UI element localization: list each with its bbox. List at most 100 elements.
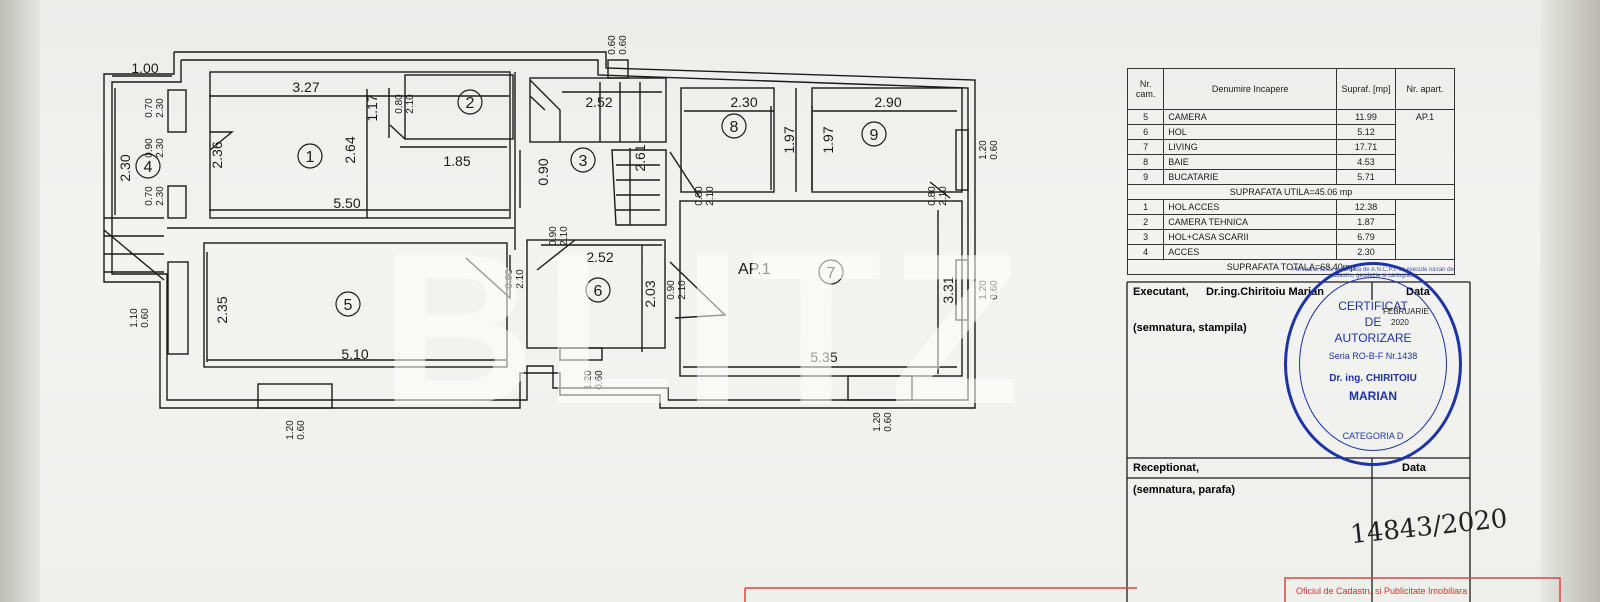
stamp-name-2: MARIAN xyxy=(1349,389,1397,403)
dim-2-30-e: 2.30 xyxy=(155,186,166,206)
row-name: ACCES xyxy=(1163,244,1338,260)
dim-2-10-b: 2.10 xyxy=(559,226,570,246)
row-nr: 5 xyxy=(1126,109,1165,125)
util-area-total: SUPRAFATA UTILA=45.06 mp xyxy=(1127,184,1455,200)
dim-1-20-d: 1.20 xyxy=(285,420,296,440)
table-row: 7 LIVING 17.71 xyxy=(1126,139,1455,155)
dim-3-31: 3.31 xyxy=(940,276,956,303)
dim-2-52-b: 2.52 xyxy=(586,249,613,265)
dim-1-00: 1.00 xyxy=(131,60,158,76)
dim-0-60-top2: 0.60 xyxy=(618,35,629,55)
row-nr: 6 xyxy=(1126,124,1165,140)
row-nr: 4 xyxy=(1126,244,1165,260)
stamp-ring-text: Persoana fizica autorizata de A.N.C.P.I.… xyxy=(1292,267,1454,279)
dim-2-10-d: 2.10 xyxy=(938,186,949,206)
row-area: 2.30 xyxy=(1336,244,1396,260)
room-number-7: 7 xyxy=(827,265,836,282)
dim-2-30-left: 2.30 xyxy=(117,154,133,181)
header-suprafata: Supraf. [mp] xyxy=(1336,68,1396,110)
room-number-4: 4 xyxy=(144,159,153,176)
stamp-date-year: 2020 xyxy=(1391,318,1409,327)
dim-0-60-f: 0.60 xyxy=(883,412,894,432)
row-nr: 7 xyxy=(1126,139,1165,155)
row-area: 12.38 xyxy=(1336,199,1396,215)
row-name: BUCATARIE xyxy=(1163,169,1338,185)
row-nr: 2 xyxy=(1126,214,1165,230)
row-name: BAIE xyxy=(1163,154,1338,170)
dim-0-70-b: 0.70 xyxy=(144,186,155,206)
paper-left-edge xyxy=(0,0,40,602)
header-denumire: Denumire Incapere xyxy=(1163,68,1338,110)
row-nr: 1 xyxy=(1126,199,1165,215)
dim-1-20-a: 1.20 xyxy=(978,140,989,160)
dim-0-60-c: 0.60 xyxy=(140,308,151,328)
dim-1-97-b: 1.97 xyxy=(820,126,836,153)
signature-stamp-label: (semnatura, stampila) xyxy=(1133,322,1247,334)
legend-table: Nr. cam. Denumire Incapere Supraf. [mp] … xyxy=(1126,68,1456,275)
authorization-stamp: CERTIFICAT DE AUTORIZARE FEBRUARIE 2020 … xyxy=(1284,262,1462,466)
table-row: 5 CAMERA 11.99 AP.1 xyxy=(1126,109,1456,185)
row-ap-empty xyxy=(1394,199,1456,260)
room-number-1: 1 xyxy=(306,149,315,166)
dim-1-20-b: 1.20 xyxy=(978,280,989,300)
stamp-inner-ring xyxy=(1299,277,1447,451)
executant-name: Dr.ing.Chiritoiu Marian xyxy=(1206,286,1324,298)
data-label-2: Data xyxy=(1402,462,1426,474)
dim-2-30-b: 2.30 xyxy=(155,98,166,118)
dim-1-17: 1.17 xyxy=(364,94,380,121)
dim-3-27: 3.27 xyxy=(292,79,319,95)
row-area: 11.99 xyxy=(1336,109,1396,125)
dim-0-90-stair: 0.90 xyxy=(535,158,551,185)
header-apart: Nr. apart. xyxy=(1394,68,1456,110)
dim-2-10-a: 2.10 xyxy=(405,94,416,114)
dim-0-60-d: 0.60 xyxy=(594,370,605,390)
dim-2-10-f: 2.10 xyxy=(677,280,688,300)
dim-0-60-b: 0.60 xyxy=(989,280,1000,300)
row-area: 1.87 xyxy=(1336,214,1396,230)
stamp-line-3: AUTORIZARE xyxy=(1334,331,1412,345)
dim-2-30-d: 2.30 xyxy=(155,138,166,158)
dim-5-10: 5.10 xyxy=(341,346,368,362)
table-row: 1 HOL ACCES 12.38 xyxy=(1126,199,1456,260)
dim-5-35: 5.35 xyxy=(810,349,837,365)
cadastre-office-label: Oficiul de Cadastru si Publicitate Imobi… xyxy=(1296,586,1468,596)
dim-1-10: 1.10 xyxy=(129,308,140,328)
row-ap: AP.1 xyxy=(1394,109,1456,185)
dim-0-60-e: 0.60 xyxy=(296,420,307,440)
room-number-9: 9 xyxy=(870,127,879,144)
paper-right-edge xyxy=(1540,0,1600,602)
dim-2-10-e: 2.10 xyxy=(515,269,526,289)
dim-1-20-e: 1.20 xyxy=(872,412,883,432)
dim-2-30: 2.30 xyxy=(730,94,757,110)
dim-0-90-e: 0.90 xyxy=(666,280,677,300)
signature-parafa-label: (semnatura, parafa) xyxy=(1133,484,1236,496)
room-number-3: 3 xyxy=(579,153,588,170)
dim-1-20-c: 1.20 xyxy=(583,370,594,390)
dim-1-97-a: 1.97 xyxy=(781,126,797,153)
dim-0-80-a: 0.80 xyxy=(394,94,405,114)
stamp-category: CATEGORIA D xyxy=(1342,431,1404,441)
row-name: CAMERA TEHNICA xyxy=(1163,214,1338,230)
row-area: 5.12 xyxy=(1336,124,1396,140)
apartment-label: AP.1 xyxy=(738,261,771,278)
dim-0-60-top: 0.60 xyxy=(607,35,618,55)
row-area: 4.53 xyxy=(1336,154,1396,170)
stamp-line-2: DE xyxy=(1364,315,1382,329)
dim-2-52-top: 2.52 xyxy=(585,94,612,110)
dim-2-90: 2.90 xyxy=(874,94,901,110)
header-nr: Nr. cam. xyxy=(1126,68,1165,110)
table-row: 2 CAMERA TEHNICA 1.87 xyxy=(1126,214,1455,230)
dim-0-80-b: 0.80 xyxy=(694,186,705,206)
dim-2-61: 2.61 xyxy=(632,144,648,171)
stamp-serie: Seria RO-B-F Nr.1438 xyxy=(1328,351,1418,361)
legend-table-area: Nr. cam. Denumire Incapere Supraf. [mp] … xyxy=(1126,68,1456,275)
dim-0-60-a: 0.60 xyxy=(989,140,1000,160)
row-nr: 9 xyxy=(1126,169,1165,185)
dim-1-85: 1.85 xyxy=(443,153,470,169)
row-nr: 3 xyxy=(1126,229,1165,245)
dim-2-36: 2.36 xyxy=(209,141,225,168)
row-name: HOL+CASA SCARII xyxy=(1163,229,1338,245)
room-number-5: 5 xyxy=(344,297,353,314)
